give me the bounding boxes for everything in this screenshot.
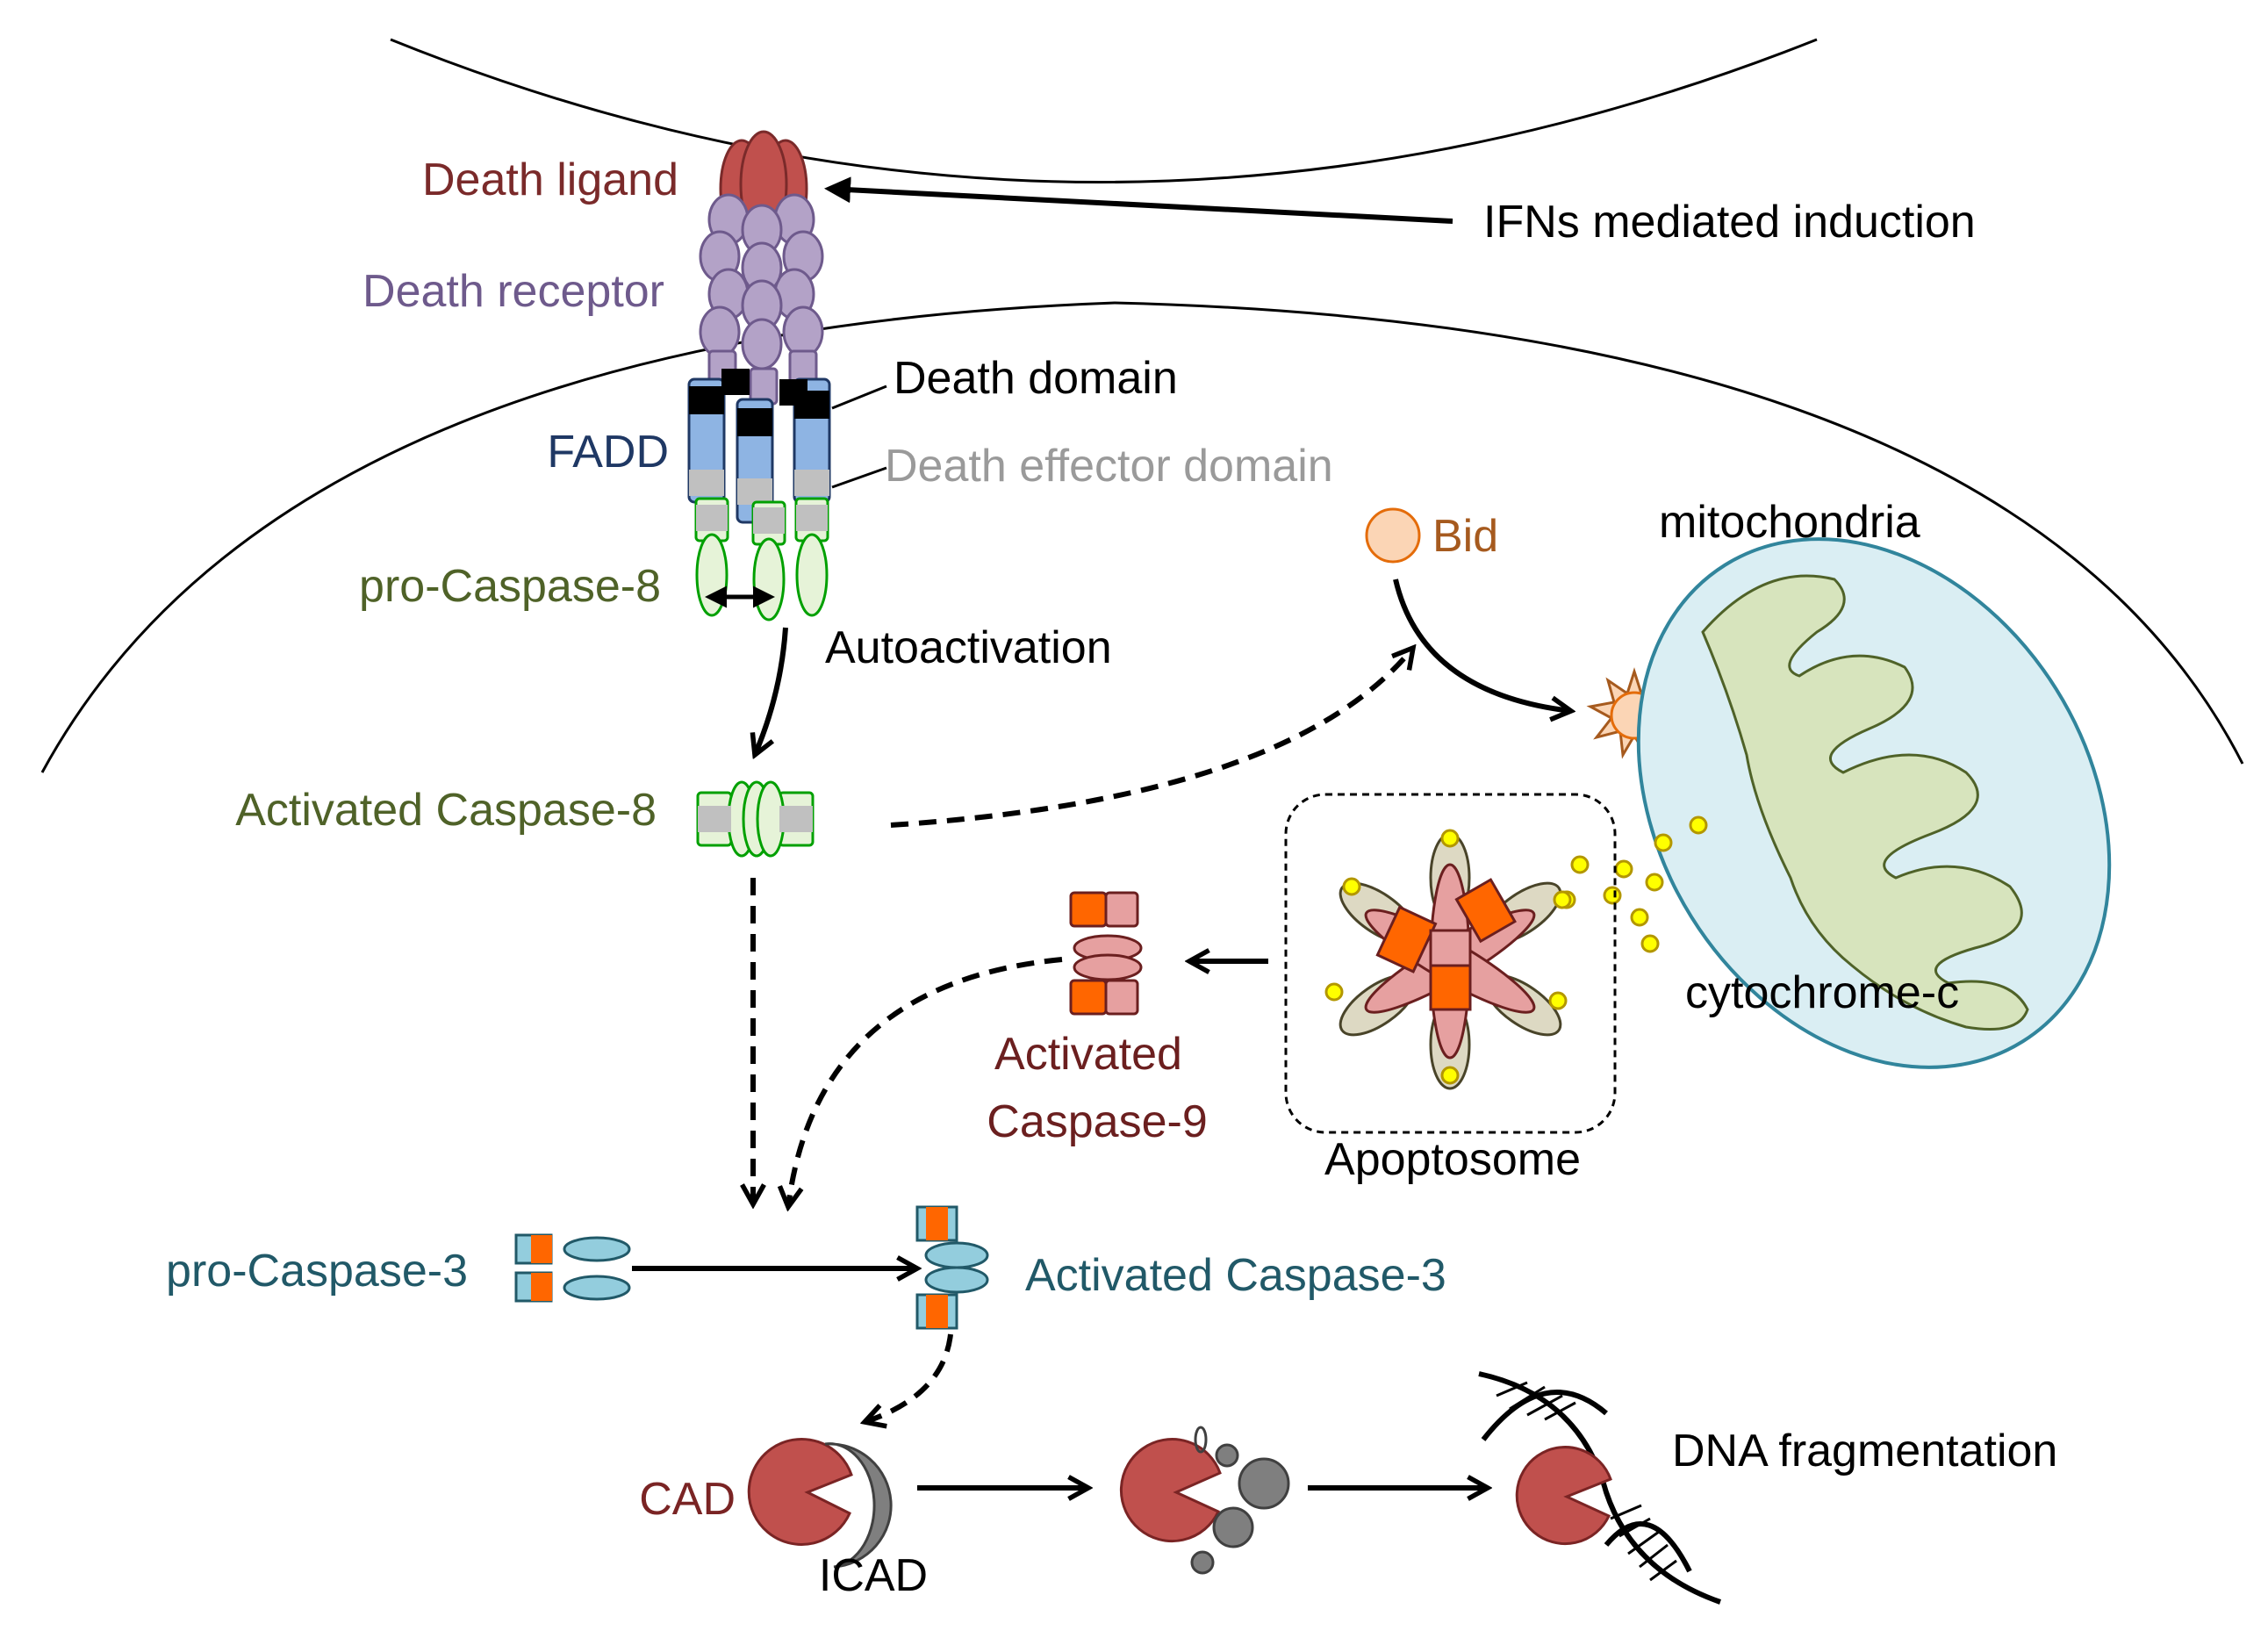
- ifn-induction-arrow: [824, 176, 1453, 224]
- cytochrome-c-label: cytochrome-c: [1685, 967, 1959, 1018]
- activated-caspase-9-label-line1: Activated: [994, 1029, 1182, 1080]
- death-ligand-label: Death ligand: [422, 154, 678, 205]
- death-domain-blocks: [689, 369, 829, 436]
- pro-caspase-3-shape: [514, 1233, 631, 1303]
- neighbor-cell-membrane: [390, 38, 1818, 183]
- caspase9-to-caspase3-arrow: [788, 957, 1063, 1207]
- apoptosome-box: [1284, 793, 1617, 1134]
- bid-to-mitochondria-arrow: [1393, 578, 1571, 711]
- pro-caspase-8-label: pro-Caspase-8: [359, 561, 661, 612]
- death-receptor-label: Death receptor: [362, 266, 664, 317]
- icad-label: ICAD: [819, 1550, 928, 1601]
- death-effector-domain-blocks: [689, 470, 829, 505]
- cad-label: CAD: [639, 1474, 736, 1525]
- autoactivation-arrow: [755, 627, 788, 755]
- mitochondria-label: mitochondria: [1659, 497, 1920, 548]
- caspase3-to-icad-arrow: [865, 1333, 953, 1422]
- pro-caspase-3-label: pro-Caspase-3: [166, 1246, 468, 1297]
- icad-fragments-icon: [1190, 1426, 1290, 1575]
- death-effector-domain-label: Death effector domain: [885, 441, 1333, 492]
- activated-caspase-3-label: Activated Caspase-3: [1025, 1250, 1446, 1301]
- autoactivation-label: Autoactivation: [825, 622, 1112, 673]
- dna-fragmentation-label: DNA fragmentation: [1672, 1426, 2057, 1476]
- activated-caspase-8-label: Activated Caspase-8: [235, 785, 657, 836]
- activated-caspase-9-label-line2: Caspase-9: [987, 1096, 1207, 1147]
- free-cad-icon: [1119, 1438, 1222, 1542]
- activated-caspase-8-ded-blocks: [698, 806, 813, 832]
- cytochrome-c-dots: [1557, 815, 1708, 953]
- icad-icon: [824, 1442, 893, 1569]
- activated-caspase-9-shape: [1069, 891, 1143, 1016]
- bid-icon: [1365, 507, 1421, 564]
- death-domain-label: Death domain: [894, 353, 1178, 404]
- death-receptor-shape: [699, 193, 824, 406]
- caspase8-to-bid-arrow: [890, 648, 1413, 828]
- apoptosome-label: Apoptosome: [1324, 1134, 1581, 1185]
- apoptosome-shape: [1324, 829, 1572, 1090]
- death-effector-domain-pointer: [831, 466, 887, 489]
- pro-caspase-8-ded-blocks: [696, 505, 828, 534]
- death-domain-pointer: [831, 384, 887, 410]
- cad-on-dna-icon: [1515, 1446, 1612, 1546]
- ifn-induction-label: IFNs mediated induction: [1483, 197, 1976, 248]
- fadd-label: FADD: [547, 427, 669, 478]
- mitochondria-shape: [1636, 537, 2112, 1069]
- cell-membrane: [40, 301, 2244, 773]
- bid-label: Bid: [1432, 511, 1498, 562]
- activated-caspase-3-shape: [915, 1205, 989, 1330]
- cad-icon: [747, 1438, 853, 1546]
- dna-helix-icon: [1478, 1371, 1721, 1605]
